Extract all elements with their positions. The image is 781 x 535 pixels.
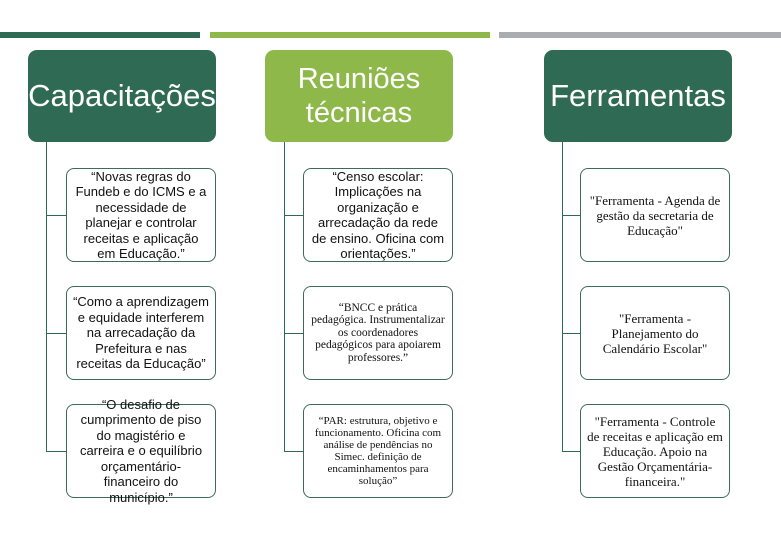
connector-branch: [284, 215, 303, 216]
connector-capacitacoes: [46, 142, 47, 452]
ferramenta-card-text: "Ferramenta - Agenda de gestão da secret…: [589, 192, 721, 238]
header-reunioes-tecnicas: Reuniões técnicas: [265, 50, 453, 142]
capacitacao-card: “O desafio de cumprimento de piso do mag…: [66, 397, 216, 505]
connector-branch: [562, 215, 580, 216]
ferramenta-card-text: "Ferramenta - Planejamento do Calendário…: [602, 310, 708, 356]
reuniao-card-text: “Censo escolar: Implicações na organizaç…: [311, 168, 445, 262]
ferramenta-card-text: "Ferramenta - Controle de receitas e apl…: [587, 413, 723, 489]
capacitacao-card-text: “O desafio de cumprimento de piso do mag…: [79, 396, 203, 505]
capacitacao-card-text: “Novas regras do Fundeb e do ICMS e a ne…: [75, 168, 207, 262]
connector-branch: [46, 333, 66, 334]
capacitacao-card: “Como a aprendizagem e equidade interfer…: [66, 286, 216, 380]
ferramenta-card: "Ferramenta - Agenda de gestão da secret…: [580, 168, 730, 262]
ferramenta-card: "Ferramenta - Planejamento do Calendário…: [580, 286, 730, 380]
connector-branch: [284, 451, 303, 452]
connector-branch: [284, 333, 303, 334]
top-accent-bar-dark: [0, 32, 200, 38]
header-ferramentas: Ferramentas: [544, 50, 732, 142]
reuniao-card: “BNCC e prática pedagógica. Instrumental…: [303, 286, 453, 380]
reuniao-card: “Censo escolar: Implicações na organizaç…: [303, 168, 453, 262]
connector-branch: [562, 451, 580, 452]
connector-reunioes: [284, 142, 285, 452]
reuniao-card: “PAR: estrutura, objetivo e funcionament…: [303, 404, 453, 498]
header-reunioes-label: Reuniões técnicas: [297, 63, 421, 129]
connector-branch: [46, 451, 66, 452]
header-capacitacoes: Capacitações: [28, 50, 216, 142]
ferramenta-card: "Ferramenta - Controle de receitas e apl…: [580, 404, 730, 498]
reuniao-card-text: “BNCC e prática pedagógica. Instrumental…: [311, 301, 445, 364]
header-ferramentas-label: Ferramentas: [550, 78, 726, 113]
header-capacitacoes-label: Capacitações: [28, 78, 216, 113]
connector-ferramentas: [562, 142, 563, 452]
capacitacao-card: “Novas regras do Fundeb e do ICMS e a ne…: [66, 168, 216, 262]
connector-branch: [562, 333, 580, 334]
top-accent-bar-green: [210, 32, 490, 38]
capacitacao-card-text: “Como a aprendizagem e equidade interfer…: [73, 294, 209, 372]
reuniao-card-text: “PAR: estrutura, objetivo e funcionament…: [314, 415, 442, 487]
top-accent-bar-gray: [499, 32, 781, 38]
connector-branch: [46, 215, 66, 216]
